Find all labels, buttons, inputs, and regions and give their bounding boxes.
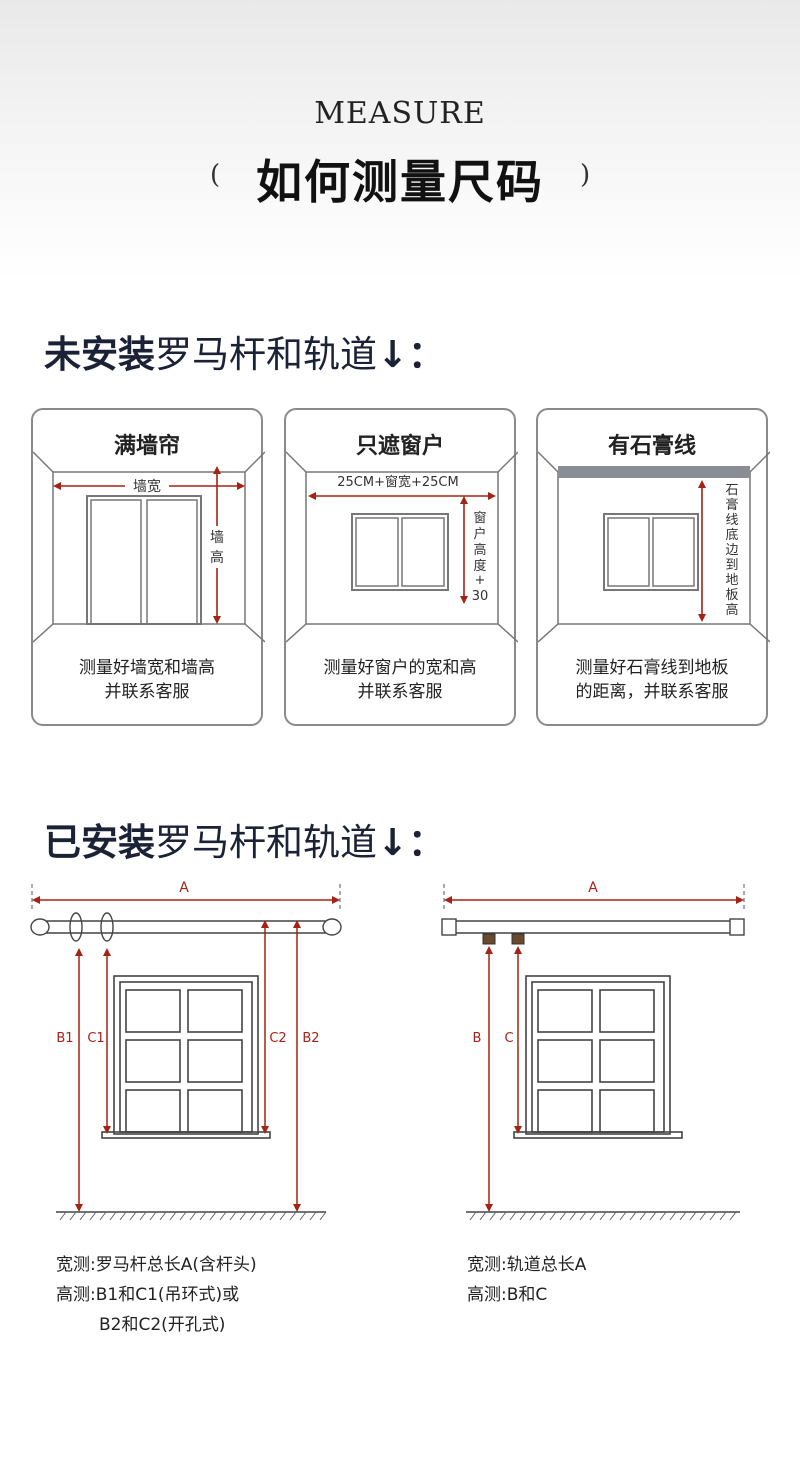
rod-label-c2: C2 bbox=[269, 1031, 286, 1046]
rod-finial-right bbox=[322, 918, 342, 936]
rod-measure-description: 宽测:罗马杆总长A(含杆头) 高测:B1和C1(吊环式)或 B2和C2(开孔式) bbox=[56, 1250, 257, 1340]
card-gypsum-line: 有石膏线 石 膏 线 底 边 到 地 板 高 测量好石膏线到地板 的距离，并联系… bbox=[536, 408, 770, 726]
gypsum-height-label: 膏 bbox=[725, 497, 738, 513]
rod-label-c1: C1 bbox=[87, 1031, 104, 1046]
rod-desc-line: B2和C2(开孔式) bbox=[99, 1315, 226, 1335]
rod-desc-line: 宽测:罗马杆总长A(含杆头) bbox=[56, 1255, 257, 1275]
card-full-wall: 满墙帘 墙宽 墙 高 测量好墙宽和墙高 并联系客服 bbox=[31, 408, 265, 726]
section-uninstalled-title: 未安装罗马杆和轨道↓： bbox=[44, 324, 445, 378]
header-background bbox=[0, 0, 800, 280]
window-room-illustration: 25CM+窗宽+25CM 窗 户 高 度 + 30 bbox=[286, 451, 518, 643]
installed-window-frame bbox=[113, 975, 259, 1135]
rod-desc-line: 高测:B1和C1(吊环式)或 bbox=[56, 1285, 240, 1305]
card-title: 满墙帘 bbox=[113, 434, 180, 459]
rod-ring-icon bbox=[69, 912, 83, 942]
track-desc-line: 高测:B和C bbox=[467, 1285, 548, 1305]
wall-height-label: 墙 bbox=[210, 530, 224, 546]
down-arrow-icon: ↓： bbox=[377, 333, 446, 376]
card-title: 只遮窗户 bbox=[355, 434, 444, 459]
track-diagram: A B C bbox=[441, 880, 745, 1221]
card-instructions: 测量好石膏线到地板 的距离，并联系客服 bbox=[538, 656, 766, 704]
measure-heading: MEASURE bbox=[314, 96, 486, 131]
track-label-c: C bbox=[504, 1031, 513, 1046]
window-height-label: + bbox=[475, 573, 486, 588]
track-desc-line: 宽测:轨道总长A bbox=[467, 1255, 587, 1275]
section-uninstalled-title-rest: 罗马杆和轨道 bbox=[155, 333, 377, 376]
gypsum-height-label: 板 bbox=[725, 588, 738, 603]
window-height-label: 30 bbox=[472, 589, 489, 604]
gypsum-height-label: 石 bbox=[725, 483, 738, 498]
gypsum-height-label: 线 bbox=[725, 513, 738, 528]
track-end-left bbox=[441, 918, 457, 936]
gypsum-room-illustration: 石 膏 线 底 边 到 地 板 高 bbox=[538, 451, 770, 643]
track-end-right bbox=[729, 918, 745, 936]
wall-room-illustration: 墙宽 墙 高 bbox=[33, 451, 265, 643]
card-instruction-line: 测量好窗户的宽和高 bbox=[323, 658, 477, 678]
window-height-label: 度 bbox=[473, 558, 486, 574]
down-arrow-icon: ↓： bbox=[377, 821, 446, 864]
track-glider-icon bbox=[511, 933, 525, 945]
window-height-label: 窗 bbox=[473, 510, 486, 526]
section-installed-title: 已安装罗马杆和轨道↓： bbox=[44, 812, 445, 866]
wall-height-label: 高 bbox=[210, 549, 224, 566]
wall-width-label: 墙宽 bbox=[133, 478, 161, 495]
card-instruction-line: 测量好墙宽和墙高 bbox=[79, 658, 215, 678]
window-width-label: 25CM+窗宽+25CM bbox=[337, 474, 458, 490]
section-installed-title-rest: 罗马杆和轨道 bbox=[155, 821, 377, 864]
gypsum-height-label: 底 bbox=[725, 527, 738, 543]
page-title: 如何测量尺码 bbox=[256, 155, 544, 209]
gypsum-height-label: 到 bbox=[725, 558, 738, 573]
curtain-rod bbox=[43, 920, 329, 934]
track-glider-icon bbox=[482, 933, 496, 945]
rod-width-label-a: A bbox=[179, 880, 189, 896]
card-instructions: 测量好窗户的宽和高 并联系客服 bbox=[286, 656, 514, 704]
curtain-track bbox=[447, 920, 739, 934]
section-uninstalled-title-bold: 未安装 bbox=[44, 333, 155, 376]
section-installed-title-bold: 已安装 bbox=[44, 821, 155, 864]
window-height-label: 高 bbox=[473, 542, 486, 558]
card-instruction-line: 测量好石膏线到地板 bbox=[575, 658, 729, 678]
card-instructions: 测量好墙宽和墙高 并联系客服 bbox=[33, 656, 261, 704]
rod-finial-left bbox=[30, 918, 50, 936]
gypsum-height-label: 边 bbox=[725, 543, 738, 558]
card-title: 有石膏线 bbox=[607, 434, 696, 459]
gypsum-height-label: 高 bbox=[725, 602, 738, 618]
rod-label-b1: B1 bbox=[56, 1031, 73, 1046]
track-label-b: B bbox=[473, 1031, 482, 1046]
card-instruction-line: 并联系客服 bbox=[104, 682, 190, 702]
gypsum-height-label: 地 bbox=[725, 573, 738, 588]
rod-ring-icon bbox=[100, 912, 114, 942]
track-measure-description: 宽测:轨道总长A 高测:B和C bbox=[467, 1250, 586, 1310]
right-paren: ) bbox=[580, 160, 591, 190]
card-window-only: 只遮窗户 25CM+窗宽+25CM 窗 户 高 度 + 30 测量好窗户 bbox=[284, 408, 518, 726]
card-instruction-line: 的距离，并联系客服 bbox=[575, 682, 729, 702]
gypsum-line-band bbox=[558, 466, 750, 478]
installed-window-frame bbox=[525, 975, 671, 1135]
rod-label-b2: B2 bbox=[302, 1031, 319, 1046]
window-height-label: 户 bbox=[473, 526, 486, 542]
left-paren: ( bbox=[210, 160, 221, 190]
track-width-label-a: A bbox=[588, 880, 598, 896]
card-instruction-line: 并联系客服 bbox=[357, 682, 443, 702]
rod-diagram: A bbox=[30, 880, 342, 1221]
